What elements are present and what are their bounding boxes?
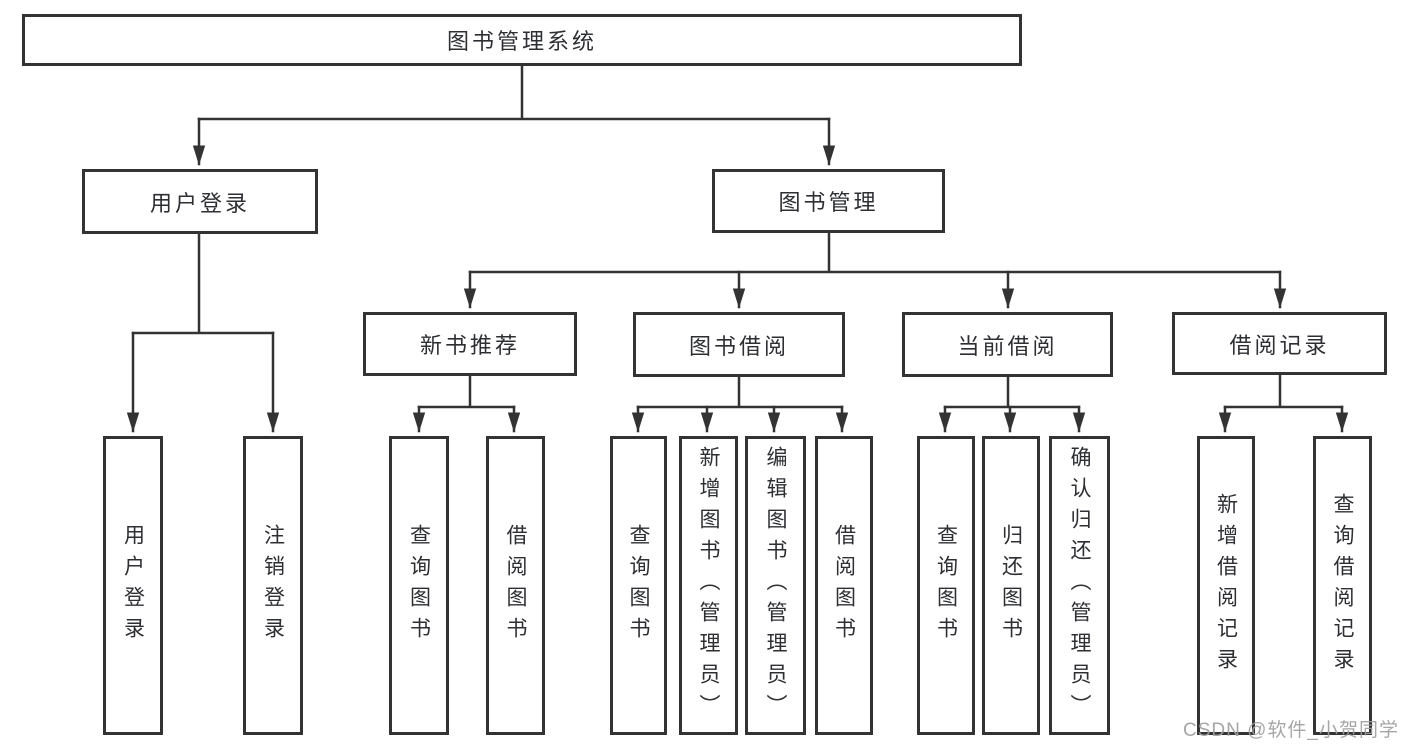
connector-new-book-trunk — [417, 374, 516, 409]
node-label: 借阅记录 — [1229, 332, 1330, 358]
node-label: 查询图书 — [407, 523, 431, 648]
node-label: 查询借阅记录 — [1331, 492, 1354, 679]
node-query-books-2: 查询图书 — [610, 436, 667, 735]
node-edit-book-admin: 编辑图书（管理员） — [745, 436, 806, 735]
node-query-books-3: 查询图书 — [917, 436, 975, 735]
node-book-borrow: 图书借阅 — [633, 312, 845, 377]
node-label: 图书管理 — [778, 190, 879, 215]
node-label: 确认归还（管理员） — [1068, 446, 1091, 725]
node-user-login: 用户登录 — [103, 436, 163, 735]
node-borrow-records: 借阅记录 — [1172, 312, 1387, 375]
node-library-management-system: 图书管理系统 — [22, 14, 1022, 66]
connector-user-login-trunk — [131, 232, 275, 335]
node-label: 编辑图书（管理员） — [764, 446, 787, 725]
connector-root-trunk — [197, 64, 831, 121]
node-label: 注销登录 — [261, 523, 285, 648]
node-label: 图书管理系统 — [446, 29, 597, 54]
node-user-login-group: 用户登录 — [82, 169, 318, 234]
node-label: 归还图书 — [999, 523, 1023, 648]
node-current-borrow: 当前借阅 — [902, 312, 1113, 377]
node-label: 借阅图书 — [832, 523, 856, 648]
node-label: 查询图书 — [627, 523, 650, 648]
connector-book-management-trunk — [468, 231, 1282, 274]
node-query-borrow-record: 查询借阅记录 — [1313, 436, 1372, 735]
node-book-management: 图书管理 — [712, 169, 945, 233]
node-label: 图书借阅 — [688, 333, 789, 359]
node-query-books-1: 查询图书 — [389, 436, 449, 735]
csdn-watermark: CSDN @软件_小贺同学 — [1183, 720, 1399, 741]
node-new-book-recommend: 新书推荐 — [363, 312, 577, 376]
node-label: 查询图书 — [934, 523, 958, 648]
node-borrow-books-2: 借阅图书 — [815, 436, 873, 735]
connector-current-borrow-trunk — [943, 375, 1081, 409]
node-label: 用户登录 — [121, 523, 145, 648]
node-label: 新书推荐 — [419, 333, 520, 358]
node-add-borrow-record: 新增借阅记录 — [1197, 436, 1255, 735]
node-borrow-books-1: 借阅图书 — [486, 436, 545, 735]
node-label: 当前借阅 — [957, 333, 1058, 359]
node-label: 借阅图书 — [504, 523, 527, 648]
node-label: 新增图书（管理员） — [697, 446, 720, 725]
connector-borrow-records-trunk — [1223, 373, 1344, 409]
node-label: 新增借阅记录 — [1214, 492, 1238, 679]
node-logout: 注销登录 — [243, 436, 303, 735]
connector-book-borrow-trunk — [636, 375, 844, 409]
node-label: 用户登录 — [149, 190, 250, 216]
node-return-book: 归还图书 — [982, 436, 1040, 735]
node-add-book-admin: 新增图书（管理员） — [679, 436, 738, 735]
node-confirm-return-admin: 确认归还（管理员） — [1049, 436, 1110, 735]
